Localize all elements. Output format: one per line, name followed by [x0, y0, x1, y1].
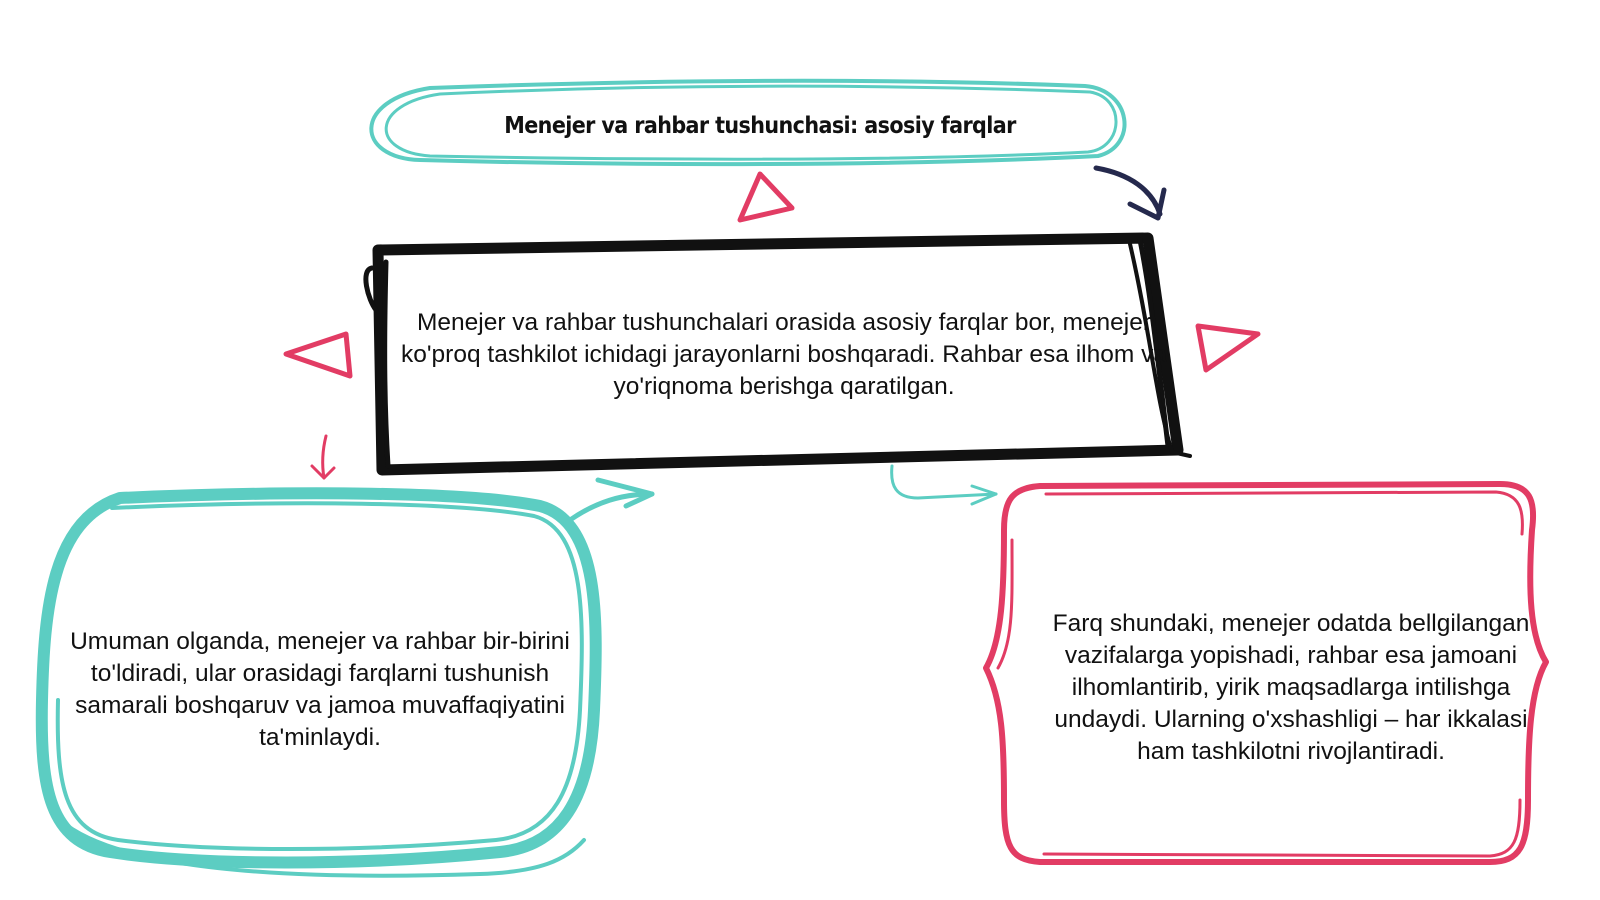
center-node: Menejer va rahbar tushunchalari orasida …	[396, 300, 1172, 410]
left-node: Umuman olganda, menejer va rahbar bir-bi…	[48, 615, 592, 765]
diagram-title: Menejer va rahbar tushunchasi: asosiy fa…	[380, 98, 1140, 154]
title-pill-outline	[369, 78, 1127, 167]
right-node: Farq shundaki, menejer odatda bellgilang…	[1030, 598, 1552, 778]
arrow-left-up-icon	[567, 477, 655, 523]
center-node-text: Menejer va rahbar tushunchalari orasida …	[401, 309, 1167, 400]
diagram-title-label: Menejer va rahbar tushunchasi: asosiy fa…	[504, 113, 1016, 139]
triangle-left-icon	[283, 331, 353, 379]
arrow-left-down-icon	[310, 434, 336, 480]
right-box-outline	[983, 481, 1549, 865]
left-box-outline	[35, 487, 602, 878]
arrow-center-to-right-icon	[890, 464, 998, 506]
left-node-text: Umuman olganda, menejer va rahbar bir-bi…	[70, 628, 570, 751]
triangle-right-icon	[1195, 323, 1261, 373]
center-box-outline	[363, 232, 1192, 476]
arrow-title-to-center-icon	[1093, 165, 1167, 221]
triangle-top-icon	[737, 171, 795, 223]
right-node-text: Farq shundaki, menejer odatda bellgilang…	[1052, 610, 1530, 765]
